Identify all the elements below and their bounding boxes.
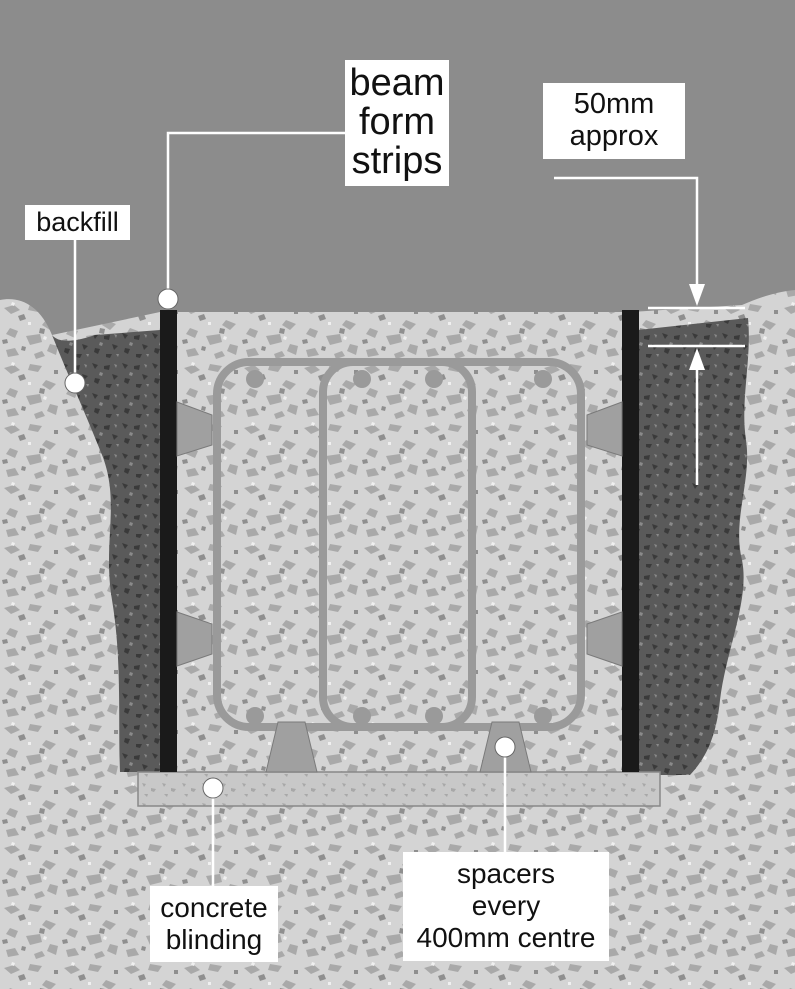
longitudinal-bars xyxy=(246,370,552,725)
label-concrete-blinding: concrete blinding xyxy=(150,886,278,963)
concrete-blinding xyxy=(137,771,661,807)
label-50mm-approx: 50mm approx xyxy=(543,83,685,159)
ground-mass xyxy=(0,290,795,989)
leader-beam-form xyxy=(166,131,345,296)
label-beam-form-strips: beam form strips xyxy=(345,60,449,187)
form-strip-right xyxy=(622,310,639,772)
form-strip-left xyxy=(160,310,177,772)
gap-arrow-up xyxy=(689,348,705,370)
gap-dimension xyxy=(554,176,745,485)
backfill-left xyxy=(52,330,160,772)
dot-blinding xyxy=(202,777,224,799)
label-spacers: spacers every 400mm centre xyxy=(403,852,609,961)
label-backfill: backfill xyxy=(25,205,130,240)
gap-arrow-down xyxy=(689,284,705,306)
inner-link xyxy=(319,358,476,731)
backfill-right xyxy=(638,318,749,775)
dot-spacers xyxy=(494,736,516,758)
dot-backfill xyxy=(64,372,86,394)
side-spacers xyxy=(176,401,623,667)
dot-beam-form xyxy=(157,288,179,310)
